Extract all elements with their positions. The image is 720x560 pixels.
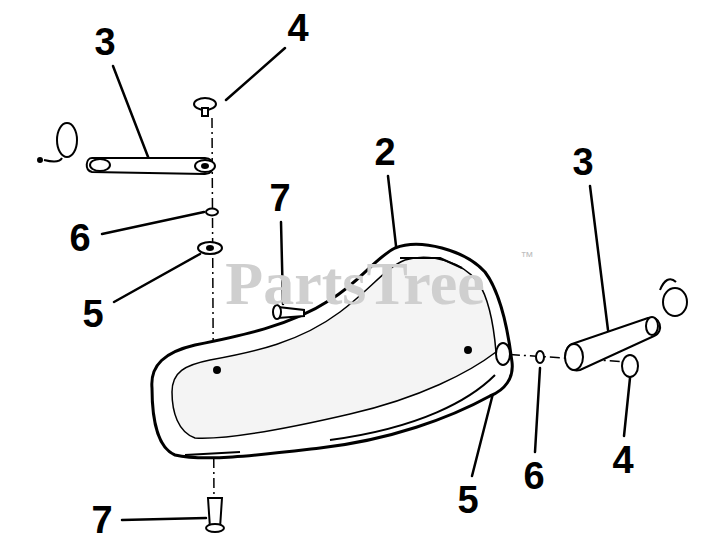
- guard: [152, 244, 512, 457]
- callout-number: 2: [374, 133, 395, 171]
- watermark: PartsTree: [225, 252, 484, 314]
- washers-and-screws: [194, 98, 638, 532]
- callout-number: 7: [91, 501, 112, 539]
- callout-number: 3: [572, 143, 593, 181]
- callout-number: 5: [82, 295, 103, 333]
- callout-number: 4: [612, 441, 633, 479]
- callout-number: 6: [523, 457, 544, 495]
- watermark-mark: ™: [521, 250, 534, 263]
- leader-lines: [102, 48, 630, 520]
- callout-number: 3: [94, 23, 115, 61]
- callout-number: 4: [287, 9, 308, 47]
- left-bracket: [38, 123, 215, 174]
- callout-number: 5: [457, 481, 478, 519]
- right-bracket: [565, 279, 687, 370]
- callout-number: 6: [69, 219, 90, 257]
- callout-number: 7: [269, 179, 290, 217]
